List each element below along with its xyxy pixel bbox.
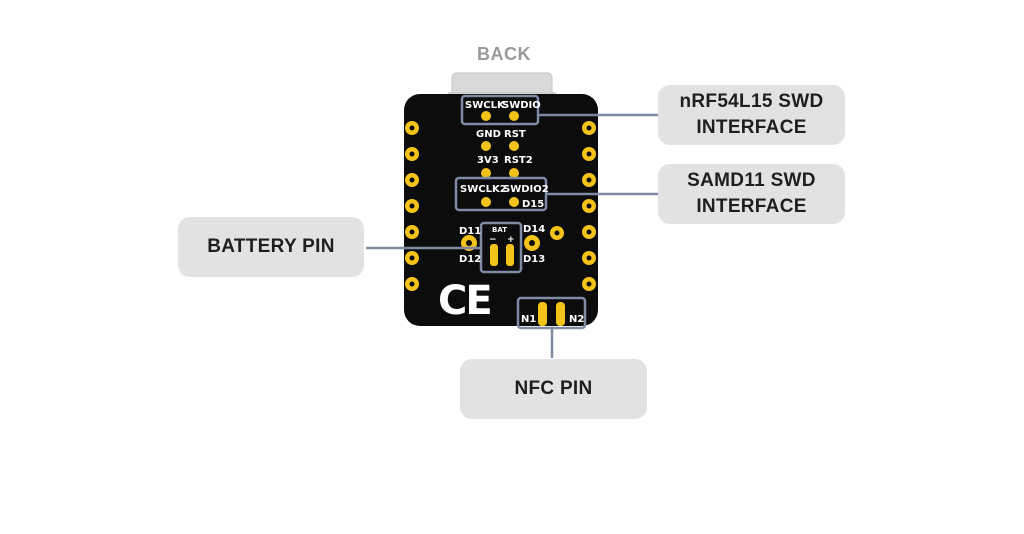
label-rst2: RST2 (504, 155, 533, 166)
nfc-pads (538, 302, 565, 326)
label-swdio: SWDIO (502, 100, 541, 111)
callout-battery: BATTERY PIN (178, 217, 364, 277)
label-rst: RST (504, 129, 526, 140)
connector-lines (366, 113, 658, 358)
left-edge-pads (405, 121, 419, 291)
label-d15: D15 (522, 199, 544, 210)
label-bat-minus: − (489, 235, 497, 245)
callout-nrf-swd: nRF54L15 SWD INTERFACE (658, 85, 845, 145)
label-n1: N1 (521, 314, 536, 325)
label-swdio2: SWDIO2 (503, 184, 549, 195)
back-title: BACK (477, 44, 531, 64)
callout-nfc: NFC PIN (460, 359, 647, 419)
right-edge-pads (582, 121, 596, 291)
callout-samd-swd-line1: SAMD11 SWD (687, 170, 816, 191)
label-d14: D14 (523, 224, 545, 235)
ce-mark: CE (438, 278, 491, 324)
label-d11: D11 (459, 226, 481, 237)
label-swclk2: SWCLK2 (460, 184, 507, 195)
callout-samd-swd-line2: INTERFACE (696, 196, 807, 217)
label-d13: D13 (523, 254, 545, 265)
callout-battery-line1: BATTERY PIN (207, 236, 335, 257)
swd-highlight-box (460, 94, 540, 126)
label-n2: N2 (569, 314, 584, 325)
label-gnd: GND (476, 129, 501, 140)
label-bat-plus: + (507, 235, 515, 245)
test-pads (481, 111, 519, 207)
callout-nrf-swd-line1: nRF54L15 SWD (679, 91, 824, 112)
battery-pads (490, 244, 514, 266)
callout-nrf-swd-line2: INTERFACE (696, 117, 807, 138)
label-3v3: 3V3 (477, 155, 499, 166)
label-bat: BAT (492, 226, 507, 234)
label-swclk: SWCLK (465, 100, 506, 111)
callout-samd-swd: SAMD11 SWD INTERFACE (658, 164, 845, 224)
label-d12: D12 (459, 254, 481, 265)
callout-nfc-line1: NFC PIN (514, 378, 593, 399)
